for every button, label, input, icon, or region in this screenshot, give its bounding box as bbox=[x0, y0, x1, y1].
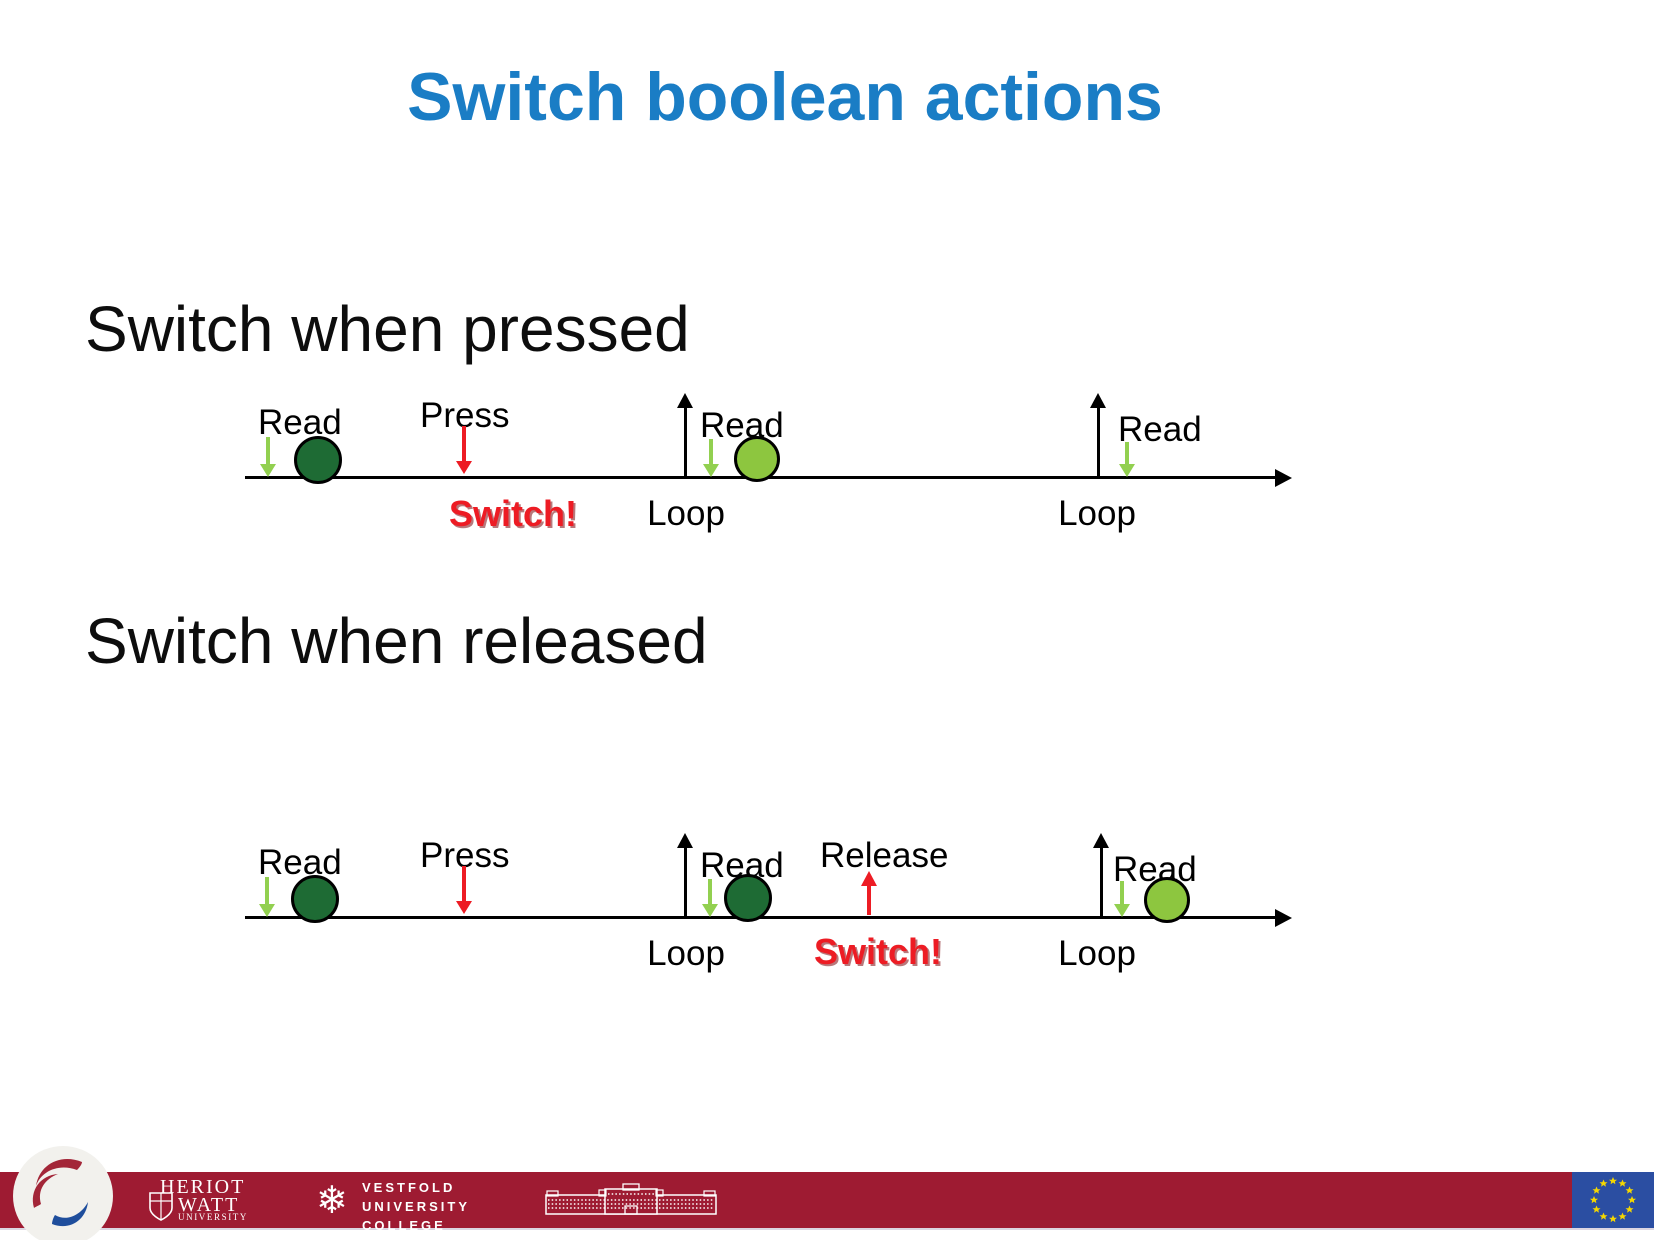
read-label: Read bbox=[700, 406, 784, 445]
read-label: Read bbox=[258, 843, 342, 882]
switch-annotation: Switch! bbox=[813, 931, 943, 972]
vestfold-lines: VESTFOLD UNIVERSITY COLLEGE bbox=[362, 1179, 470, 1236]
loop-arrow-icon bbox=[677, 833, 693, 917]
hw-line3: UNIVERSITY bbox=[178, 1212, 248, 1222]
read-arrow-icon bbox=[703, 439, 719, 477]
loop-arrow-icon bbox=[1093, 833, 1109, 917]
hw-shield-icon bbox=[149, 1192, 173, 1221]
read-arrow-icon bbox=[1114, 881, 1130, 917]
loop-label: Loop bbox=[1058, 934, 1136, 973]
section-heading-released: Switch when released bbox=[85, 605, 708, 677]
release-arrow-icon bbox=[861, 871, 877, 915]
section-heading-pressed: Switch when pressed bbox=[85, 293, 690, 365]
press-arrow-icon bbox=[456, 426, 472, 474]
vestfold-line1: VESTFOLD bbox=[362, 1180, 456, 1195]
loop-label: Loop bbox=[647, 934, 725, 973]
vestfold-line3: COLLEGE bbox=[362, 1217, 446, 1233]
read-arrow-icon bbox=[260, 437, 276, 477]
project-logo-icon bbox=[13, 1146, 113, 1240]
university-building-icon bbox=[545, 1183, 717, 1215]
hw-line1: HERIOT bbox=[160, 1176, 246, 1198]
release-label: Release bbox=[820, 836, 949, 875]
loop-label: Loop bbox=[1058, 494, 1136, 533]
timeline-arrowhead-icon bbox=[1275, 469, 1292, 487]
loop-label: Loop bbox=[647, 494, 725, 533]
snowflake-icon: ❄ bbox=[316, 1180, 348, 1222]
vestfold-line2: UNIVERSITY bbox=[362, 1198, 471, 1214]
read-arrow-icon bbox=[259, 877, 275, 917]
bool-state-dot-light bbox=[734, 436, 780, 482]
loop-arrow-icon bbox=[1090, 393, 1106, 477]
eu-flag-icon bbox=[1572, 1172, 1654, 1228]
bool-state-dot-dark bbox=[291, 875, 339, 923]
bool-state-dot-light bbox=[1144, 877, 1190, 923]
bool-state-dot-dark bbox=[294, 436, 342, 484]
read-label: Read bbox=[258, 403, 342, 442]
press-arrow-icon bbox=[456, 866, 472, 914]
read-arrow-icon bbox=[1119, 442, 1135, 477]
read-label: Read bbox=[1118, 410, 1202, 449]
loop-arrow-icon bbox=[677, 393, 693, 477]
read-arrow-icon bbox=[702, 879, 718, 917]
hw-line2: WATT bbox=[178, 1194, 240, 1216]
timeline-arrowhead-icon bbox=[1275, 909, 1292, 927]
bool-state-dot-dark bbox=[724, 874, 772, 922]
switch-annotation: Switch! bbox=[448, 493, 578, 534]
footer-bar bbox=[0, 1172, 1654, 1228]
slide-title: Switch boolean actions bbox=[407, 59, 1163, 135]
